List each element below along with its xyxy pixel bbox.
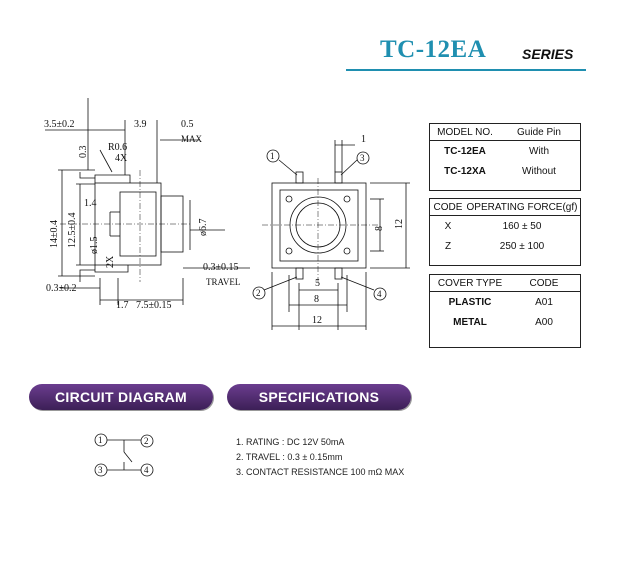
dim-1-4: 1.4 bbox=[84, 198, 97, 209]
dim-top-5: 5 bbox=[315, 278, 320, 289]
dim-top-12h: 12 bbox=[312, 315, 322, 326]
dim-0-5: 0.5 bbox=[181, 119, 194, 130]
dim-3-5: 3.5±0.2 bbox=[44, 119, 75, 130]
dim-14: 14±0.4 bbox=[49, 220, 60, 248]
cover-table-header: COVER TYPE CODE bbox=[430, 275, 580, 292]
pin-label-1: 1 bbox=[270, 151, 275, 161]
spec-item: 3. CONTACT RESISTANCE 100 mΩ MAX bbox=[236, 467, 405, 477]
dim-r06: R0.6 bbox=[108, 142, 127, 153]
table-row: Z 250 ± 100 bbox=[444, 240, 545, 252]
table-row: PLASTIC A01 bbox=[448, 296, 553, 308]
dim-1-7: 1.7 bbox=[116, 300, 129, 311]
pin-label-2: 2 bbox=[256, 288, 261, 298]
dim-4x: 4X bbox=[115, 153, 128, 164]
cover-code-header: CODE bbox=[529, 277, 559, 289]
force-table: CODE OPERATING FORCE(gf) X 160 ± 50 Z 25… bbox=[429, 198, 581, 266]
circuit-pin-3: 3 bbox=[98, 465, 103, 475]
model-title: TC-12EA bbox=[380, 36, 487, 63]
table-row: TC-12XA Without bbox=[444, 165, 556, 177]
force-table-header: CODE OPERATING FORCE(gf) bbox=[430, 199, 580, 216]
series-label: SERIES bbox=[522, 46, 574, 62]
title-underline bbox=[346, 69, 586, 71]
circuit-pin-4: 4 bbox=[144, 465, 149, 475]
top-body bbox=[271, 182, 367, 269]
cover-type-header: COVER TYPE bbox=[437, 277, 503, 289]
model-table: MODEL NO. Guide Pin TC-12EA With TC-12XA… bbox=[429, 123, 581, 191]
operating-force-header: OPERATING FORCE(gf) bbox=[466, 201, 578, 213]
dim-7-5: 7.5±0.15 bbox=[136, 300, 172, 311]
circuit-diagram-heading: CIRCUIT DIAGRAM bbox=[29, 384, 213, 410]
cover-table: COVER TYPE CODE PLASTIC A01 METAL A00 bbox=[429, 274, 581, 348]
dim-top-12v: 12 bbox=[394, 219, 405, 229]
guide-pin-header: Guide Pin bbox=[517, 126, 561, 138]
dim-travel: TRAVEL bbox=[206, 277, 240, 287]
dim-0-3-0-2: 0.3±0.2 bbox=[46, 283, 77, 294]
table-row: METAL A00 bbox=[453, 316, 553, 328]
dim-top-1: 1 bbox=[361, 134, 366, 145]
model-table-header: MODEL NO. Guide Pin bbox=[430, 124, 580, 141]
dim-3-9: 3.9 bbox=[134, 119, 147, 130]
circuit-pin-2: 2 bbox=[144, 436, 149, 446]
table-row: TC-12EA With bbox=[444, 145, 549, 157]
dim-dia-6-7: ø6.7 bbox=[198, 219, 209, 237]
table-row: X 160 ± 50 bbox=[444, 220, 542, 232]
title-block: TC-12EA SERIES bbox=[346, 36, 586, 76]
dim-0-3: 0.3 bbox=[78, 146, 89, 159]
model-no-header: MODEL NO. bbox=[437, 126, 493, 138]
dim-12-5: 12.5±0.4 bbox=[67, 213, 78, 249]
dim-dia-1-5: ø1.5 bbox=[89, 237, 100, 255]
dim-max: MAX bbox=[181, 134, 203, 144]
spec-item: 2. TRAVEL : 0.3 ± 0.15mm bbox=[236, 452, 343, 462]
dim-top-8h: 8 bbox=[314, 294, 319, 305]
circuit-pin-1: 1 bbox=[98, 435, 103, 445]
specifications-heading: SPECIFICATIONS bbox=[227, 384, 411, 410]
pin-label-4: 4 bbox=[377, 289, 382, 299]
dim-travel-value: 0.3±0.15 bbox=[203, 262, 239, 273]
code-header: CODE bbox=[433, 201, 463, 213]
dim-top-8v: 8 bbox=[374, 226, 385, 231]
pin-label-3: 3 bbox=[360, 153, 365, 163]
dim-2x: 2X bbox=[105, 255, 116, 268]
spec-item: 1. RATING : DC 12V 50mA bbox=[236, 437, 345, 447]
